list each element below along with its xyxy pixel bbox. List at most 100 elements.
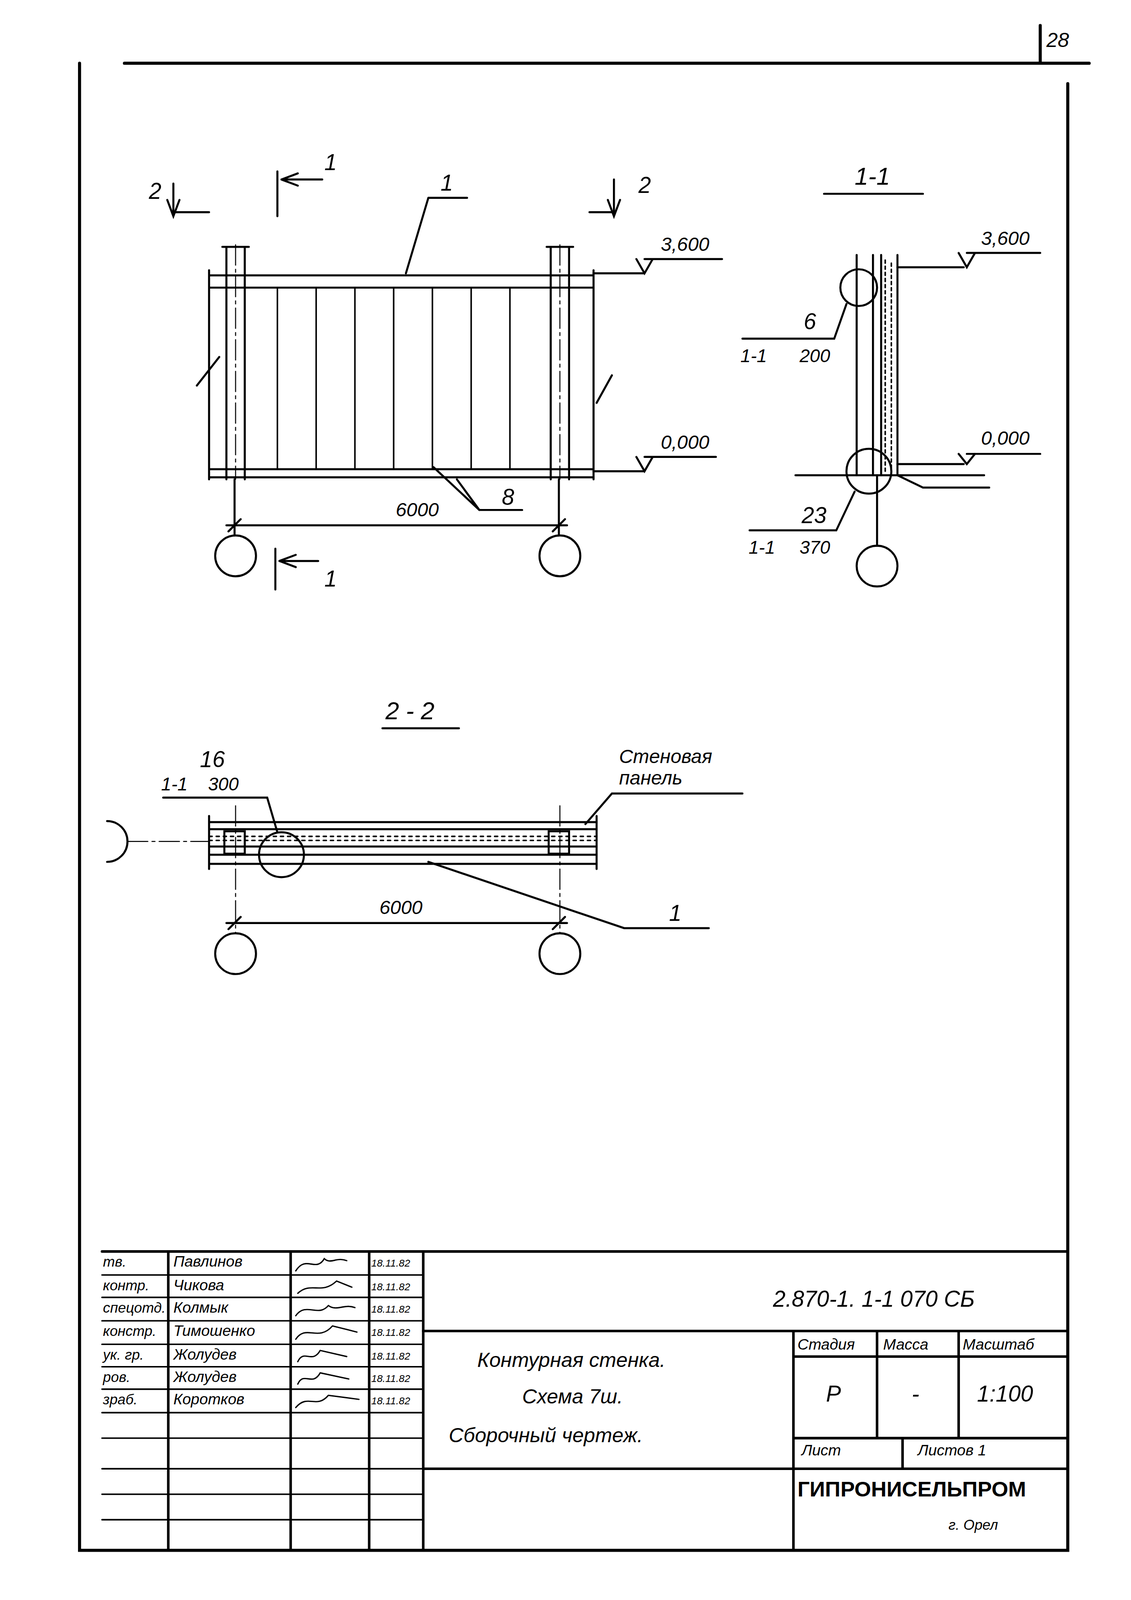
header-cell: Лист <box>801 1442 841 1459</box>
plan-lines <box>208 815 597 869</box>
organization-name: ГИПРОНИСЕЛЬПРОМ <box>797 1476 1027 1501</box>
header-cell: Листов 1 <box>918 1442 987 1459</box>
section-mark <box>589 179 621 217</box>
leader-line <box>163 797 278 833</box>
break-marks <box>197 357 613 404</box>
signature <box>295 1258 360 1408</box>
level-value: 0,000 <box>980 428 1030 450</box>
callout-number: 1 <box>669 901 682 927</box>
sheet-reference: 1-1 <box>160 775 188 796</box>
date-cell: 18.11.82 <box>371 1395 410 1407</box>
document-code: 2.870-1. 1-1 070 СБ <box>773 1286 975 1312</box>
callout-number: 1 <box>440 171 453 197</box>
dimension-value: 6000 <box>395 499 440 522</box>
section-mark <box>167 183 210 217</box>
callout-number: 16 <box>199 747 225 773</box>
role-cell: ук. гр. <box>103 1347 144 1363</box>
axis-circle <box>539 933 581 974</box>
name-cell: Коротков <box>173 1390 245 1408</box>
sheet-frame <box>79 25 1090 1551</box>
column-plan <box>548 831 570 854</box>
leader-line <box>749 491 855 531</box>
date-cell: 18.11.82 <box>371 1372 410 1385</box>
header-cell: Масштаб <box>962 1335 1035 1353</box>
leader-line <box>585 793 743 825</box>
axis-circle <box>215 535 256 576</box>
part-name: Стеновая панель <box>618 746 733 789</box>
leader-line <box>405 197 467 274</box>
drawing-title: Контурная стенка. <box>477 1348 666 1371</box>
role-cell: спецотд. <box>103 1300 166 1316</box>
name-cell: Павлинов <box>173 1253 243 1271</box>
sheet-reference: 370 <box>799 538 831 559</box>
date-cell: 18.11.82 <box>371 1350 410 1362</box>
drawing-title: Сборочный чертеж. <box>448 1423 644 1447</box>
drawing-title: Схема 7ш. <box>522 1385 623 1408</box>
role-cell: контр. <box>103 1277 150 1294</box>
axis-circle <box>107 820 128 862</box>
section-mark <box>275 548 319 590</box>
role-cell: констр. <box>103 1323 157 1340</box>
date-cell: 18.11.82 <box>371 1281 410 1293</box>
section-mark-number: 1 <box>324 150 337 176</box>
title-underline <box>382 726 460 729</box>
section-mark-number: 2 <box>638 173 651 198</box>
role-cell: тв. <box>103 1254 127 1271</box>
callout-number: 6 <box>803 310 816 335</box>
page-number: 28 <box>1046 28 1069 52</box>
rib-lines <box>277 287 510 470</box>
column-axis <box>235 244 561 480</box>
detail-circle <box>846 448 892 494</box>
section-mark-number: 1 <box>324 566 337 592</box>
section-mark-number: 2 <box>148 179 161 205</box>
name-cell: Чикова <box>173 1276 224 1294</box>
name-cell: Колмык <box>173 1299 229 1317</box>
callout-number: 8 <box>501 485 514 510</box>
sheet-reference: 1-1 <box>748 538 775 559</box>
level-mark <box>593 456 716 472</box>
section-title: 1-1 <box>854 163 891 191</box>
role-cell: ров. <box>103 1369 131 1386</box>
value-cell: - <box>911 1381 919 1407</box>
section-mark <box>277 171 322 217</box>
leader-line <box>742 303 847 339</box>
level-mark <box>593 259 722 274</box>
section-title: 2 - 2 <box>385 697 435 725</box>
title-block-grid <box>102 1274 424 1520</box>
name-cell: Жолудев <box>173 1368 237 1386</box>
date-cell: 18.11.82 <box>371 1326 410 1339</box>
title-block-grid <box>102 1251 1069 1551</box>
insulation-hatch <box>885 259 892 472</box>
axis-circle <box>215 933 256 974</box>
level-value: 0,000 <box>660 432 710 454</box>
detail-circle <box>259 832 304 877</box>
axis-line <box>127 805 561 934</box>
sheet-reference: 1-1 <box>740 346 768 367</box>
sheet-reference: 300 <box>207 775 239 796</box>
level-mark <box>897 253 1041 268</box>
sheet-reference: 200 <box>799 346 831 367</box>
beam-lines <box>208 270 594 480</box>
value-cell: 1:100 <box>976 1381 1033 1407</box>
header-cell: Масса <box>883 1335 929 1353</box>
title-underline <box>824 192 924 195</box>
leader-line <box>433 466 523 510</box>
dimension-line <box>226 479 567 536</box>
city-name: г. Орел <box>948 1517 999 1534</box>
drawing-lines <box>79 25 1090 1551</box>
title-block-grid <box>423 1330 1068 1551</box>
axis-line <box>876 475 878 546</box>
detail-circle <box>840 269 878 307</box>
role-cell: зраб. <box>103 1391 138 1408</box>
axis-circle <box>539 535 581 576</box>
column-plan <box>224 831 245 854</box>
callout-number: 23 <box>801 503 827 529</box>
ground-line <box>795 475 990 488</box>
level-value: 3,600 <box>980 228 1030 250</box>
date-cell: 18.11.82 <box>371 1303 410 1315</box>
date-cell: 18.11.82 <box>371 1257 410 1269</box>
level-value: 3,600 <box>660 234 710 256</box>
leader-line <box>428 861 709 929</box>
